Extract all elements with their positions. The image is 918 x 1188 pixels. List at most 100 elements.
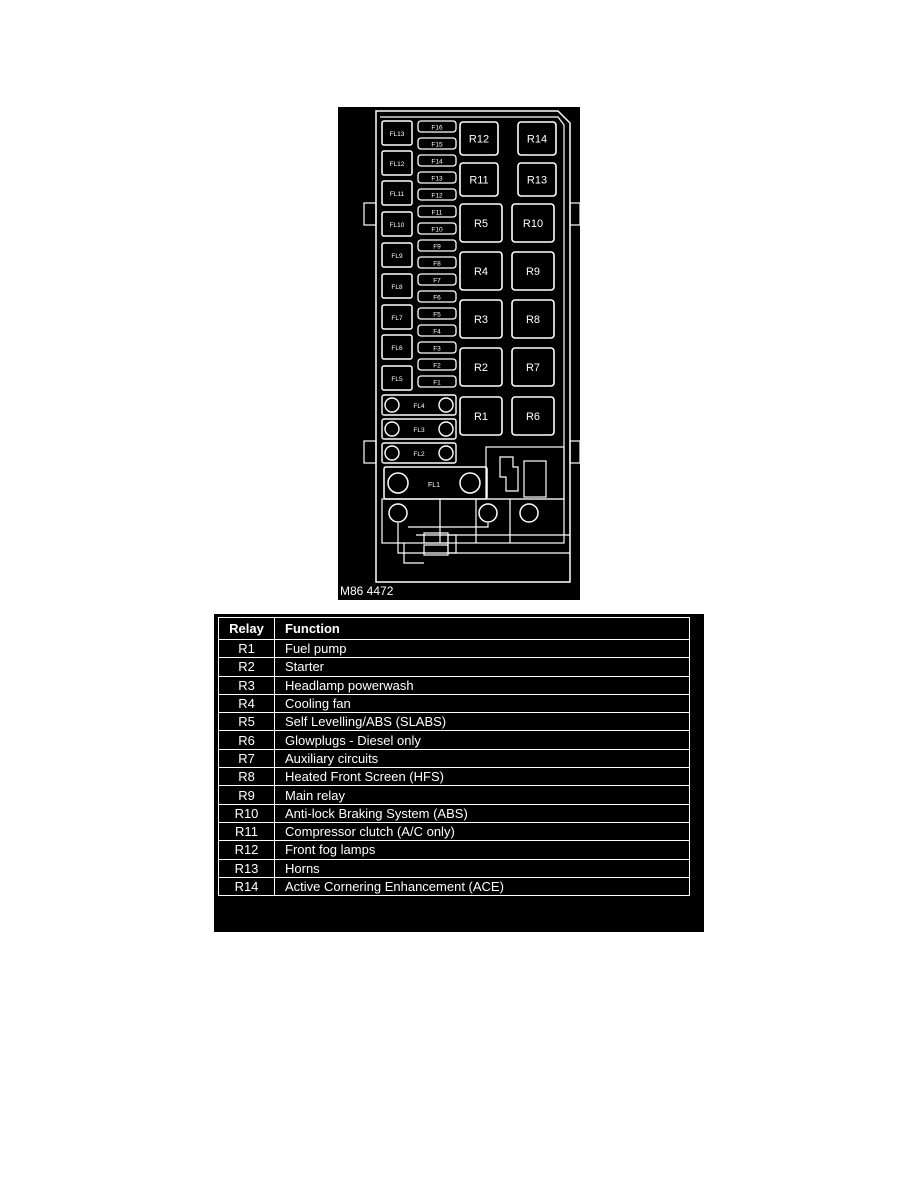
fusible-link-fl9: [381, 242, 413, 268]
fusible-link-label: FL13: [390, 131, 405, 138]
fuse-f7: [417, 273, 457, 286]
fuse-label: F1: [433, 380, 441, 387]
relay-r5: [459, 203, 503, 243]
relay-id-cell: R4: [218, 693, 275, 714]
fusible-link-fl3: [381, 418, 457, 440]
relay-r11: [459, 162, 499, 197]
fuse-f16: [417, 120, 457, 133]
relay-label: R6: [526, 411, 540, 423]
header-function: Function: [274, 617, 690, 640]
fuse-f10: [417, 222, 457, 235]
fuse-f12: [417, 188, 457, 201]
relay-label: R8: [526, 314, 540, 326]
fuse-label: F11: [432, 210, 443, 217]
fusible-link-fl6: [381, 334, 413, 360]
fusible-link-fl13: [381, 120, 413, 146]
table-header-row: Relay Function: [218, 617, 690, 640]
fl1-terminal-right: [459, 472, 481, 494]
relay-label: R5: [474, 218, 488, 230]
fusible-link-label: FL8: [391, 284, 403, 291]
connector-shape: [499, 456, 519, 492]
terminal-stud-2: [478, 503, 498, 523]
relay-label: R4: [474, 266, 488, 278]
relay-id-cell: R1: [218, 638, 275, 659]
relay-function-cell: Cooling fan: [274, 693, 690, 714]
terminal-circle-right: [438, 397, 454, 413]
relay-id-cell: R6: [218, 730, 275, 750]
fuse-label: F6: [433, 295, 441, 302]
fuse-label: F4: [433, 329, 441, 336]
fusible-link-fl12: [381, 150, 413, 176]
inline-fuse-holder: [447, 534, 457, 554]
fuse-label: F7: [433, 278, 441, 285]
fuse-f8: [417, 256, 457, 269]
relay-label: R11: [469, 175, 488, 187]
relay-r8: [511, 299, 555, 339]
wire-4: [403, 543, 424, 564]
relay-function-cell: Starter: [274, 657, 690, 677]
fusible-link-fl8: [381, 273, 413, 299]
relay-r12: [459, 121, 499, 156]
fusible-link-label: FL4: [413, 403, 425, 410]
diagram-background: [338, 107, 580, 600]
inner-frame: [380, 116, 565, 499]
fusible-link-label: FL9: [391, 253, 403, 260]
header-relay: Relay: [218, 617, 275, 640]
fuse-f14: [417, 154, 457, 167]
terminal-block: [381, 498, 565, 544]
housing-tab-right-upper: [569, 202, 580, 226]
wire-1: [397, 523, 570, 554]
fuse-label: F3: [433, 346, 441, 353]
relay-function-cell: Self Levelling/ABS (SLABS): [274, 712, 690, 732]
relay-function-cell: Headlamp powerwash: [274, 675, 690, 695]
relay-id-cell: R5: [218, 712, 275, 732]
relay-r4: [459, 251, 503, 291]
relay-label: R14: [527, 134, 547, 146]
fusible-link-label: FL5: [391, 376, 403, 383]
relay-r6: [511, 396, 555, 436]
relay-function-cell: Glowplugs - Diesel only: [274, 730, 690, 750]
relay-id-cell: R14: [218, 876, 275, 897]
relay-function-cell: Anti-lock Braking System (ABS): [274, 803, 690, 823]
connector-socket: [523, 460, 547, 498]
relay-r10: [511, 203, 555, 243]
terminal-circle-left: [384, 421, 400, 437]
fuse-label: F8: [433, 261, 441, 268]
fl1-terminal-left: [387, 472, 409, 494]
relay-id-cell: R12: [218, 840, 275, 860]
fuse-label: F15: [431, 142, 443, 149]
relay-function-cell: Auxiliary circuits: [274, 748, 690, 769]
terminal-circle-right: [438, 445, 454, 461]
fusible-link-label: FL2: [413, 451, 425, 458]
fusible-link-label: FL10: [390, 222, 405, 229]
relay-function-cell: Main relay: [274, 785, 690, 805]
relay-id-cell: R9: [218, 785, 275, 805]
relay-label: R3: [474, 314, 488, 326]
fusible-link-fl7: [381, 304, 413, 330]
fuse-label: F12: [431, 193, 443, 200]
relay-label: R10: [523, 218, 543, 230]
fuse-f6: [417, 290, 457, 303]
relay-r7: [511, 347, 555, 387]
fuse-f2: [417, 358, 457, 371]
fusible-link-label: FL3: [413, 427, 425, 434]
terminal-circle-left: [384, 445, 400, 461]
fuse-label: F2: [433, 363, 441, 370]
fuse-f9: [417, 239, 457, 252]
housing-tab-left-lower: [363, 440, 377, 464]
fuse-f1: [417, 375, 457, 388]
